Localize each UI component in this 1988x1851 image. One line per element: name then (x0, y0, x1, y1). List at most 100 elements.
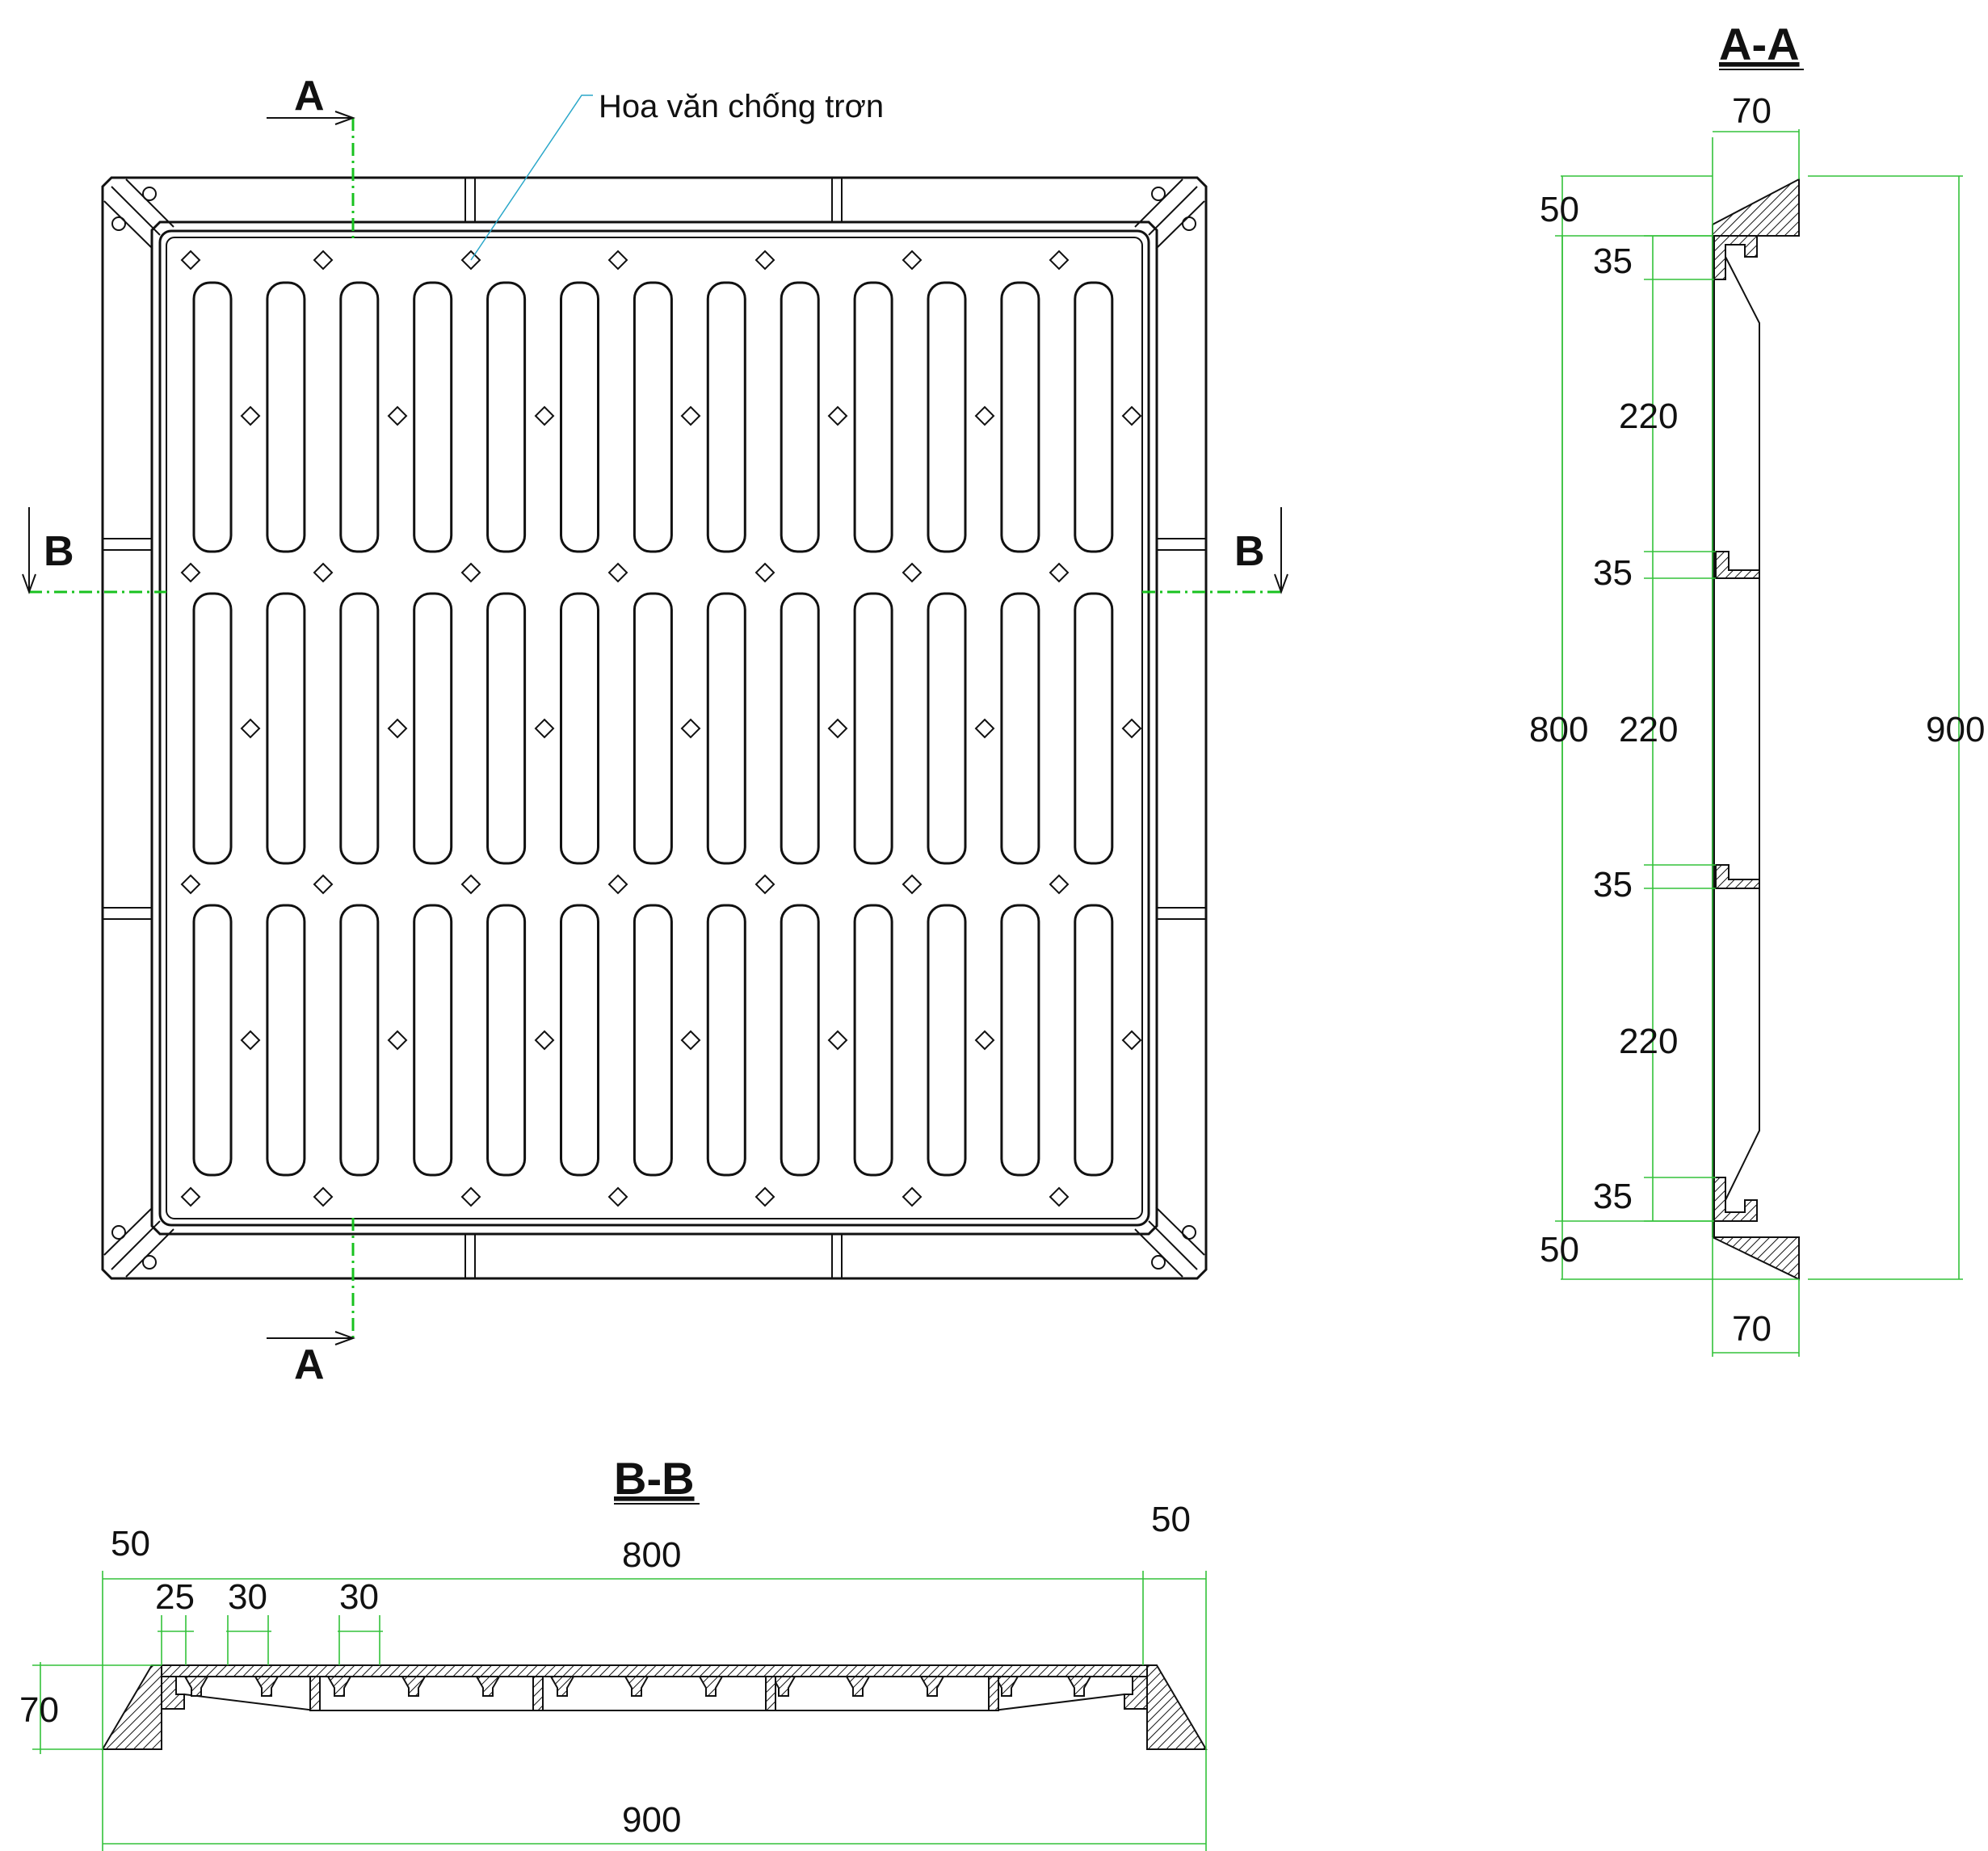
bb-rib (254, 1676, 279, 1697)
frame-ribs (103, 178, 1206, 1278)
anti-slip-diamond (974, 1030, 995, 1051)
bb-right-lip (1124, 1676, 1148, 1710)
drain-slot (927, 281, 967, 553)
bb-main-rib (532, 1676, 544, 1711)
section-bb: B-B 50 50 800 25 30 30 70 900 (19, 1453, 1208, 1851)
bb-rib (698, 1676, 724, 1697)
corner-braces (103, 178, 1205, 1278)
aa-cover-outline (1713, 236, 1760, 1237)
drain-slot (560, 592, 599, 865)
bb-cover-plate (161, 1664, 1148, 1677)
bb-dim-overall: 900 (622, 1800, 681, 1840)
anti-slip-diamond (460, 874, 481, 895)
aa-dim-flange-top: 50 (1540, 190, 1579, 229)
bb-dim-slot-1: 30 (228, 1577, 267, 1617)
anti-slip-diamond (974, 405, 995, 426)
drain-slot (706, 592, 746, 865)
anti-slip-diamond (1049, 562, 1070, 583)
drain-slot (853, 904, 893, 1177)
drain-slot (633, 592, 673, 865)
drain-slot (339, 904, 380, 1177)
anti-slip-diamond (1121, 1030, 1142, 1051)
drain-slot (780, 281, 820, 553)
anti-slip-diamond (460, 1186, 481, 1207)
bb-dimension-lines (32, 1571, 1207, 1851)
anti-slip-diamond (534, 718, 555, 739)
drain-slot (266, 904, 306, 1177)
section-mark-a-bottom: A (294, 1341, 325, 1388)
aa-dim-span-2: 220 (1619, 710, 1678, 749)
aa-dim-rib-1: 35 (1593, 241, 1633, 281)
anti-slip-diamond (534, 1030, 555, 1051)
anti-slip-diamond (827, 405, 848, 426)
drain-slot (486, 281, 527, 553)
drain-slot (339, 281, 380, 553)
anti-slip-diamond (827, 718, 848, 739)
anti-slip-diamond (902, 874, 923, 895)
bolt-holes (111, 187, 1196, 1270)
aa-dim-bottom-width: 70 (1732, 1309, 1772, 1349)
drain-slot (486, 904, 527, 1177)
drain-slot (413, 904, 453, 1177)
aa-dim-flange-bottom: 50 (1540, 1230, 1579, 1270)
anti-slip-diamond (754, 562, 775, 583)
bb-dim-slot-2: 30 (339, 1577, 379, 1617)
drain-slot (192, 904, 233, 1177)
drain-slot (706, 904, 746, 1177)
anti-slip-diamond (387, 1030, 408, 1051)
anti-slip-diamond (534, 405, 555, 426)
anti-slip-diamond (680, 718, 701, 739)
anti-slip-diamond (460, 250, 481, 271)
aa-bottom-lip (1713, 1177, 1758, 1222)
bb-rib (771, 1676, 796, 1697)
anti-slip-diamond (607, 874, 628, 895)
drain-slot (339, 592, 380, 865)
bb-rib (401, 1676, 427, 1697)
bb-rib (549, 1676, 575, 1697)
drain-slot (266, 592, 306, 865)
aa-dim-inner: 800 (1529, 710, 1588, 749)
anti-slip-diamond (680, 1030, 701, 1051)
bb-rib (845, 1676, 871, 1697)
bb-rib (1066, 1676, 1092, 1697)
anti-slip-diamond (1049, 1186, 1070, 1207)
drain-slot (853, 281, 893, 553)
anti-slip-diamond (180, 250, 201, 271)
plan-view: Hoa văn chống trơn A A B B (22, 73, 1288, 1388)
bb-dim-flange-right: 50 (1151, 1500, 1191, 1539)
drain-slot (853, 592, 893, 865)
anti-slip-diamond (902, 250, 923, 271)
bb-right-flange (1146, 1664, 1208, 1750)
bb-dim-height: 70 (19, 1690, 59, 1730)
anti-slip-diamond (387, 405, 408, 426)
drain-slot (1000, 281, 1040, 553)
anti-slip-diamond (313, 562, 334, 583)
anti-slip-diamond (607, 562, 628, 583)
anti-slip-diamond (313, 1186, 334, 1207)
section-aa: A-A 70 70 50 50 35 220 35 220 35 (1529, 19, 1985, 1357)
anti-slip-diamond (460, 562, 481, 583)
drain-slot (706, 281, 746, 553)
anti-slip-pattern (180, 250, 1142, 1207)
anti-slip-diamond (180, 1186, 201, 1207)
drain-slot (1074, 281, 1114, 553)
bb-rib (994, 1676, 1019, 1697)
anti-slip-diamond (1049, 250, 1070, 271)
frame-outer (101, 176, 1208, 1280)
bb-rib (326, 1676, 352, 1697)
section-mark-b-right: B (1234, 528, 1265, 575)
anti-slip-diamond (180, 562, 201, 583)
anti-slip-diamond (680, 405, 701, 426)
anti-slip-note: Hoa văn chống trơn (599, 89, 884, 124)
bb-left-lip (161, 1676, 185, 1710)
drain-slot (1000, 592, 1040, 865)
bb-left-flange (101, 1664, 162, 1750)
bb-underside (161, 1694, 1148, 1749)
bb-rib (475, 1676, 501, 1697)
aa-bottom-flange (1712, 1236, 1800, 1281)
drain-slot (192, 592, 233, 865)
bb-dim-rim: 25 (155, 1577, 195, 1617)
drain-slot (927, 904, 967, 1177)
drain-slots (192, 281, 1114, 1177)
anti-slip-diamond (974, 718, 995, 739)
